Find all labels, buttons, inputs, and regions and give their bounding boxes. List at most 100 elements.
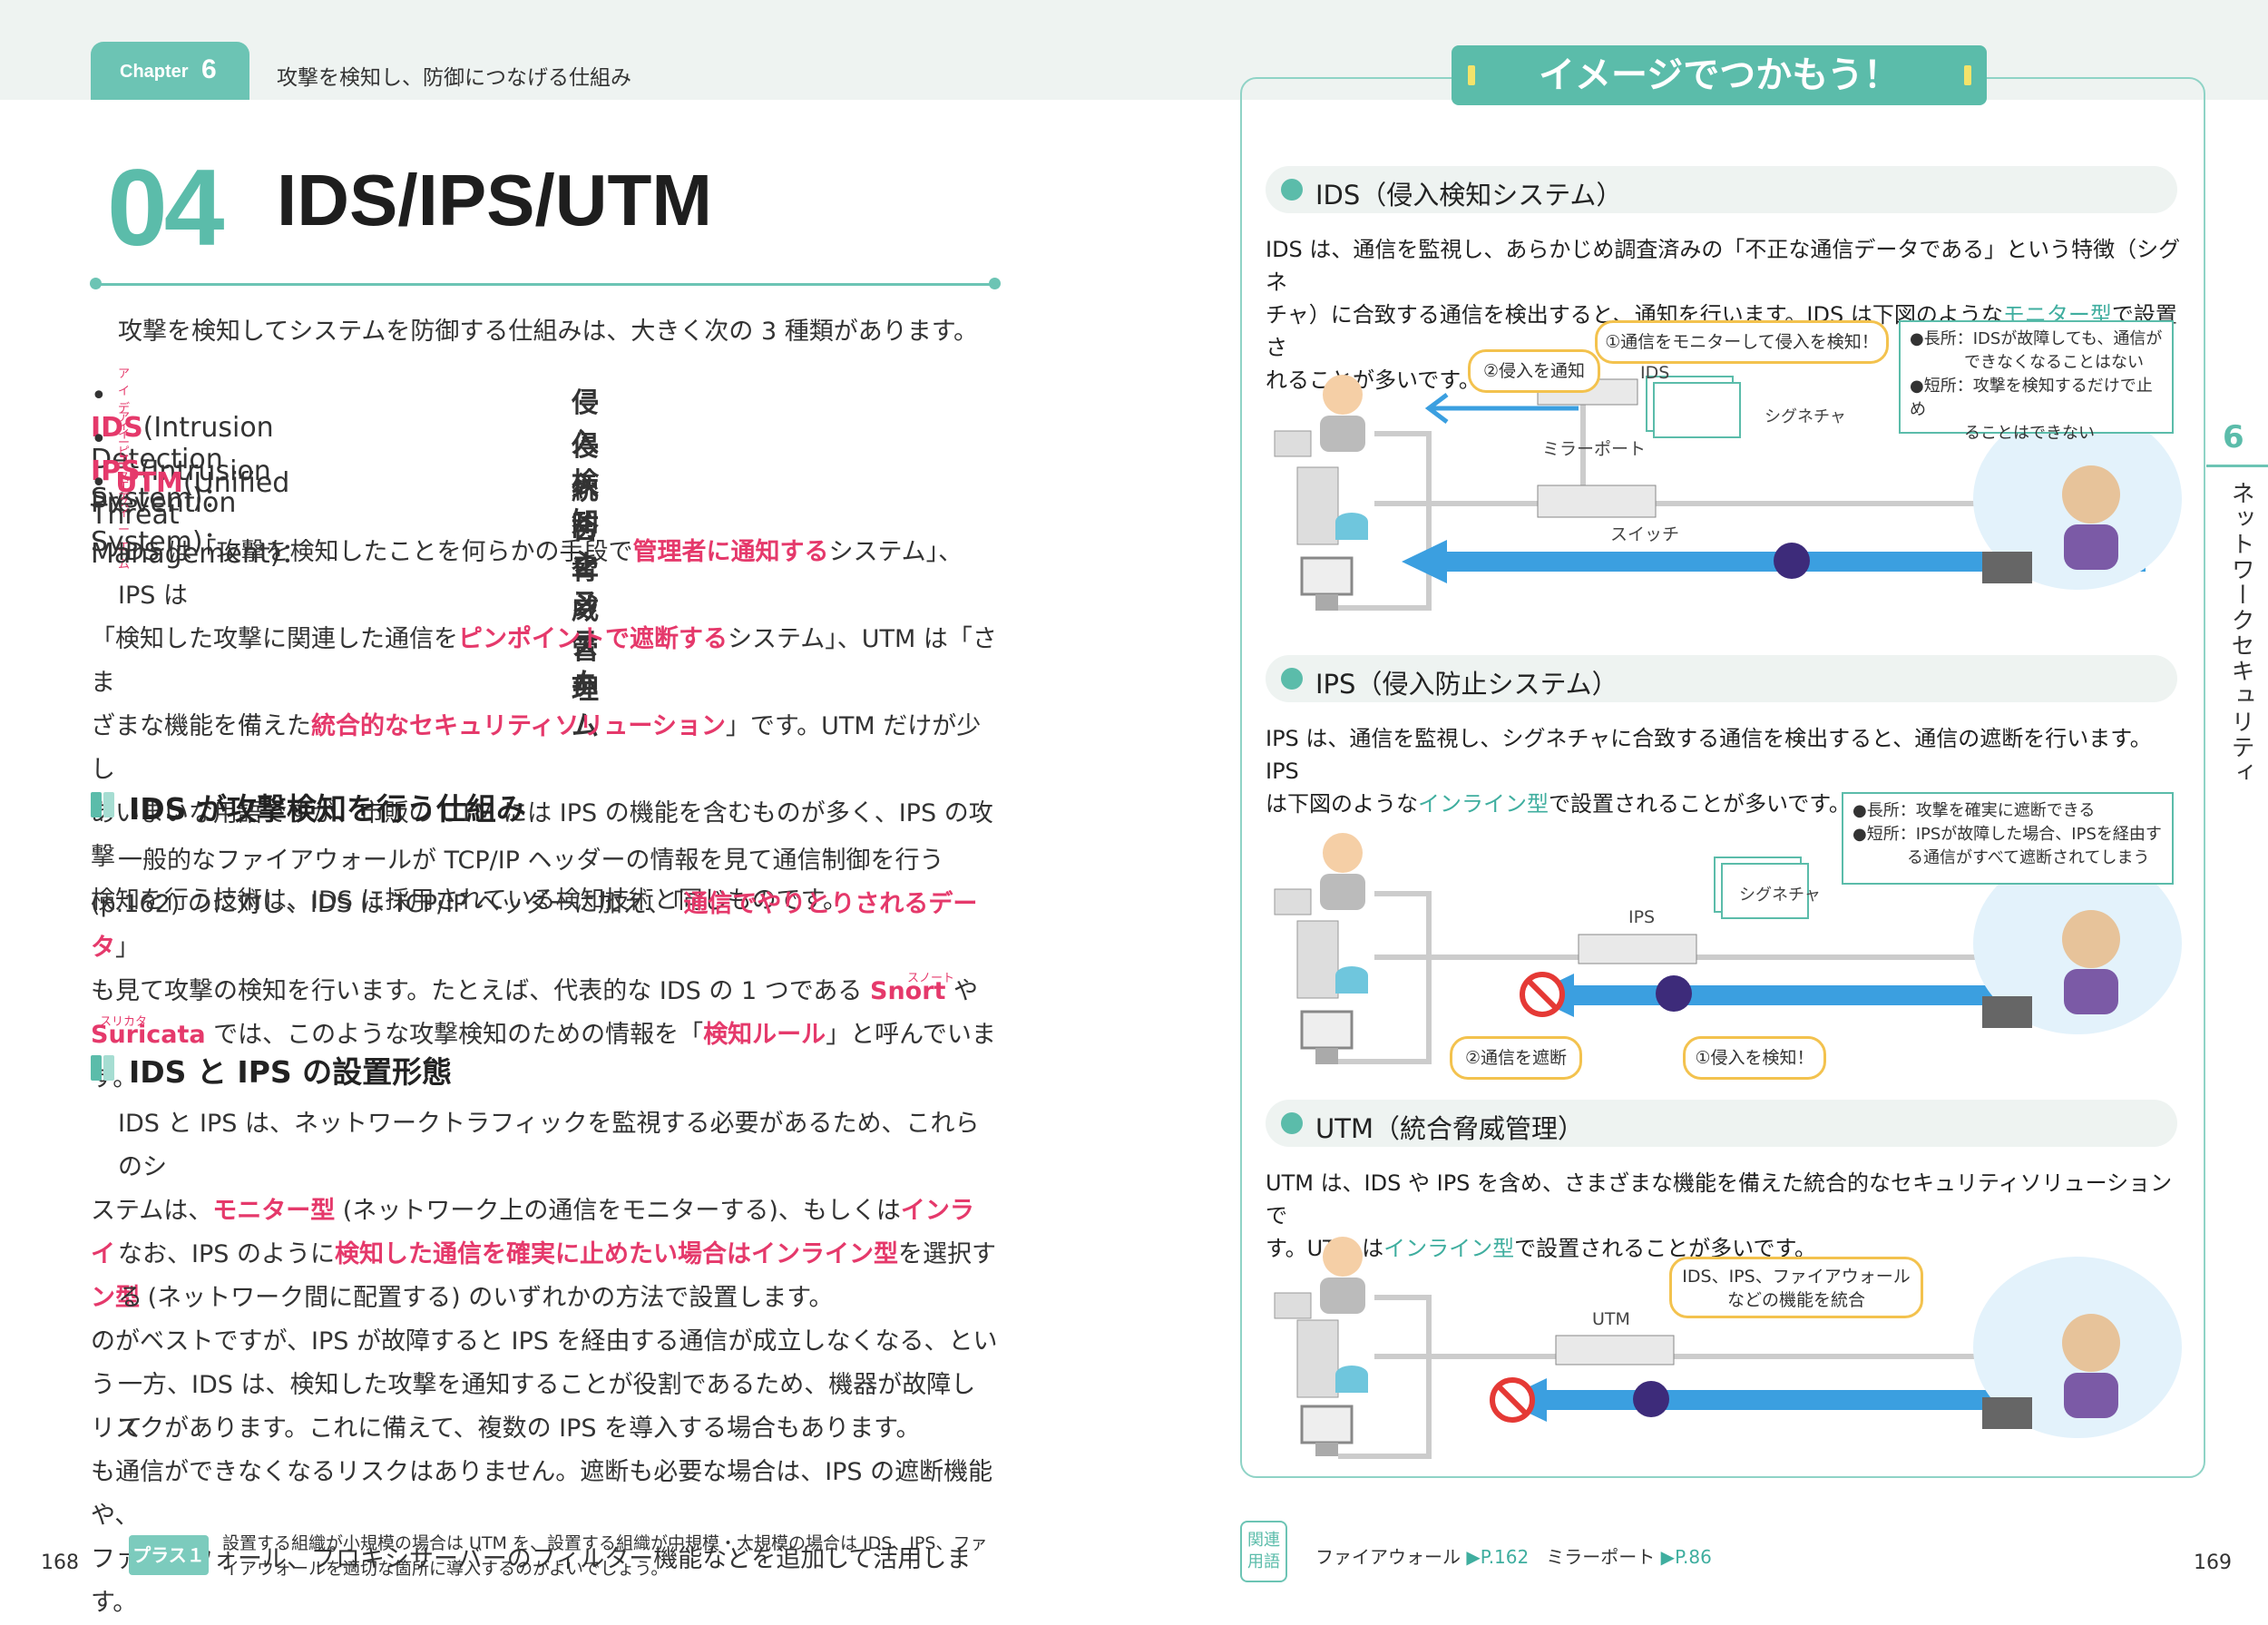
page-number-right: 169 — [2194, 1552, 2232, 1574]
banner-tick — [1468, 65, 1475, 85]
pc-icon — [1300, 1405, 1354, 1444]
ids-heading-pill — [1266, 166, 2177, 213]
paragraph-5: 一方、IDS は、検知した攻撃を通知することが役割であるため、機器が故障して も… — [91, 1371, 993, 1617]
title-rule — [95, 283, 993, 286]
laptop-icon — [1274, 430, 1312, 457]
pc-icon — [1300, 1010, 1354, 1050]
virus-icon — [1633, 1381, 1669, 1417]
ruby-ids: アイディーエス — [118, 367, 131, 485]
ids-description: IDS は、通信を監視し、あらかじめ調査済みの「不正な通信データである」という特… — [1266, 237, 2181, 393]
bullet-jp: 侵入検知システム — [572, 387, 599, 699]
bullet-jp: 統合脅威管理 — [572, 475, 599, 706]
side-chapter-number: 6 — [2223, 419, 2244, 455]
laptop-icon — [1274, 888, 1312, 915]
network-line — [1338, 1295, 1432, 1459]
related-terms-badge: 関連 用語 — [1240, 1521, 1287, 1582]
page-number-left: 168 — [41, 1552, 79, 1574]
virus-icon — [1774, 543, 1810, 579]
attacker-laptop — [1982, 996, 2032, 1028]
heading-deployment: IDS と IPS の設置形態 — [129, 1054, 453, 1090]
signature-icon — [1721, 863, 1809, 919]
intro-text: 攻撃を検知してシステムを防御する仕組みは、大きく次の 3 種類があります。 — [118, 318, 979, 346]
attacker-icon — [2062, 910, 2120, 968]
side-chapter-title: ネットワークセキュリティ — [2227, 481, 2254, 786]
ips-callout-block: ②通信を遮断 — [1450, 1036, 1582, 1080]
ruby-snort: スノート — [907, 972, 955, 985]
utm-device-icon — [1555, 1335, 1675, 1366]
attacker-icon — [2062, 1314, 2120, 1372]
paragraph-3: IDS と IPS は、ネットワークトラフィックを監視する必要があるため、これら… — [91, 1110, 980, 1312]
paragraph-2: 一般的なファイアウォールが TCP/IP ヘッダーの情報を見て通信制御を行う (… — [91, 847, 996, 1092]
attacker-laptop — [1982, 552, 2032, 583]
ips-description: IPS は、通信を監視し、シグネチャに合致する通信を検出すると、通信の遮断を行い… — [1266, 726, 2152, 817]
utm-device-label: UTM — [1592, 1309, 1630, 1329]
heading-ids-mechanism: IDS が攻撃検知を行う仕組み — [129, 791, 526, 827]
chapter-number: 6 — [201, 54, 217, 84]
utm-heading-pill — [1266, 1100, 2177, 1147]
related-link[interactable]: P.162 — [1480, 1546, 1530, 1568]
section-title: IDS/IPS/UTM — [277, 160, 713, 240]
heading-marker — [103, 1055, 114, 1081]
ids-device-label: IDS — [1640, 363, 1670, 383]
chapter-title: 攻撃を検知し、防御につなげる仕組み — [277, 66, 631, 90]
image-banner: イメージでつかもう！ — [1452, 45, 1987, 105]
ruby-ips: アイピーエス — [118, 411, 131, 511]
ips-pros-cons: ●長所：攻撃を確実に遮断できる ●短所：IPSが故障した場合、IPSを経由す る… — [1842, 792, 2174, 885]
server-icon — [1296, 466, 1339, 545]
side-rule — [2206, 465, 2268, 467]
heading-marker — [103, 792, 114, 817]
banner-tick — [1964, 65, 1971, 85]
admin-body — [1320, 416, 1365, 452]
attacker-icon — [2062, 465, 2120, 524]
network-line — [1338, 431, 1432, 611]
server-icon — [1296, 920, 1339, 999]
plus-note: 設置する組織が小規模の場合は UTM を、設置する組織が中規模・大規模の場合は … — [222, 1533, 988, 1579]
laptop-icon — [1274, 1292, 1312, 1319]
ids-heading: IDS（侵入検知システム） — [1315, 180, 1623, 210]
rule-dot-right — [989, 278, 1001, 289]
ids-callout-monitor: ①通信をモニターして侵入を検知！ — [1595, 320, 1889, 364]
network-line — [1338, 891, 1432, 1064]
utm-callout: IDS、IPS、ファイアウォール などの機能を統合 — [1669, 1257, 1923, 1318]
ids-callout-notify: ②侵入を通知 — [1468, 349, 1600, 393]
pill-dot — [1281, 1112, 1303, 1134]
section-number: 04 — [107, 147, 224, 269]
heading-marker — [91, 1055, 102, 1081]
chapter-label: Chapter — [120, 62, 189, 82]
ruby-utm: ユーティーエム — [118, 455, 131, 572]
switch-icon — [1537, 485, 1657, 518]
bullet-full: (Unified Threat Management)： — [91, 467, 308, 570]
ips-heading: IPS（侵入防止システム） — [1315, 669, 1618, 700]
attacker-laptop — [1982, 1397, 2032, 1429]
heading-marker — [91, 792, 102, 817]
admin-icon — [1323, 1237, 1363, 1277]
ids-diagram — [1274, 372, 2182, 611]
ids-pros-cons: ●長所：IDSが故障しても、通信が できなくなることはない ●短所：攻撃を検知す… — [1899, 320, 2174, 443]
paragraph-1: IDS は「攻撃を検知したことを何らかの手段で管理者に通知するシステム」、IPS… — [91, 538, 997, 915]
related-link[interactable]: P.86 — [1675, 1546, 1712, 1568]
signature-icon — [1653, 382, 1741, 438]
switch-label: スイッチ — [1610, 524, 1680, 544]
utm-heading: UTM（統合脅威管理） — [1315, 1113, 1584, 1144]
pill-dot — [1281, 668, 1303, 690]
utm-diagram — [1274, 1237, 2182, 1459]
ips-callout-detect: ①侵入を検知！ — [1683, 1036, 1826, 1080]
bullet-full: (Intrusion Detection System)： — [91, 412, 274, 514]
bullet-abbr: UTM — [115, 467, 183, 499]
chapter-tab: Chapter 6 — [91, 42, 249, 100]
server-icon — [1296, 1319, 1339, 1398]
bullet-abbr: IDS — [91, 412, 143, 444]
admin-icon — [1323, 375, 1363, 415]
admin-icon — [1323, 833, 1363, 873]
signature-label: シグネチャ — [1739, 886, 1821, 905]
bullet-jp: 侵入防止システム — [572, 431, 599, 742]
plus-badge: プラス１ — [129, 1535, 209, 1575]
paragraph-4: なお、IPS のように検知した通信を確実に止めたい場合はインライン型を選択する … — [91, 1240, 998, 1443]
ips-device-label: IPS — [1628, 907, 1656, 927]
related-terms: ファイアウォール ▶P.162 ミラーポート ▶P.86 — [1315, 1546, 1712, 1568]
virus-icon — [1656, 975, 1692, 1012]
bullet-full: (Intrusion Prevention System)： — [91, 455, 271, 558]
ips-diagram — [1274, 833, 2182, 1064]
ips-device-icon — [1578, 934, 1697, 964]
pc-icon — [1300, 556, 1354, 596]
